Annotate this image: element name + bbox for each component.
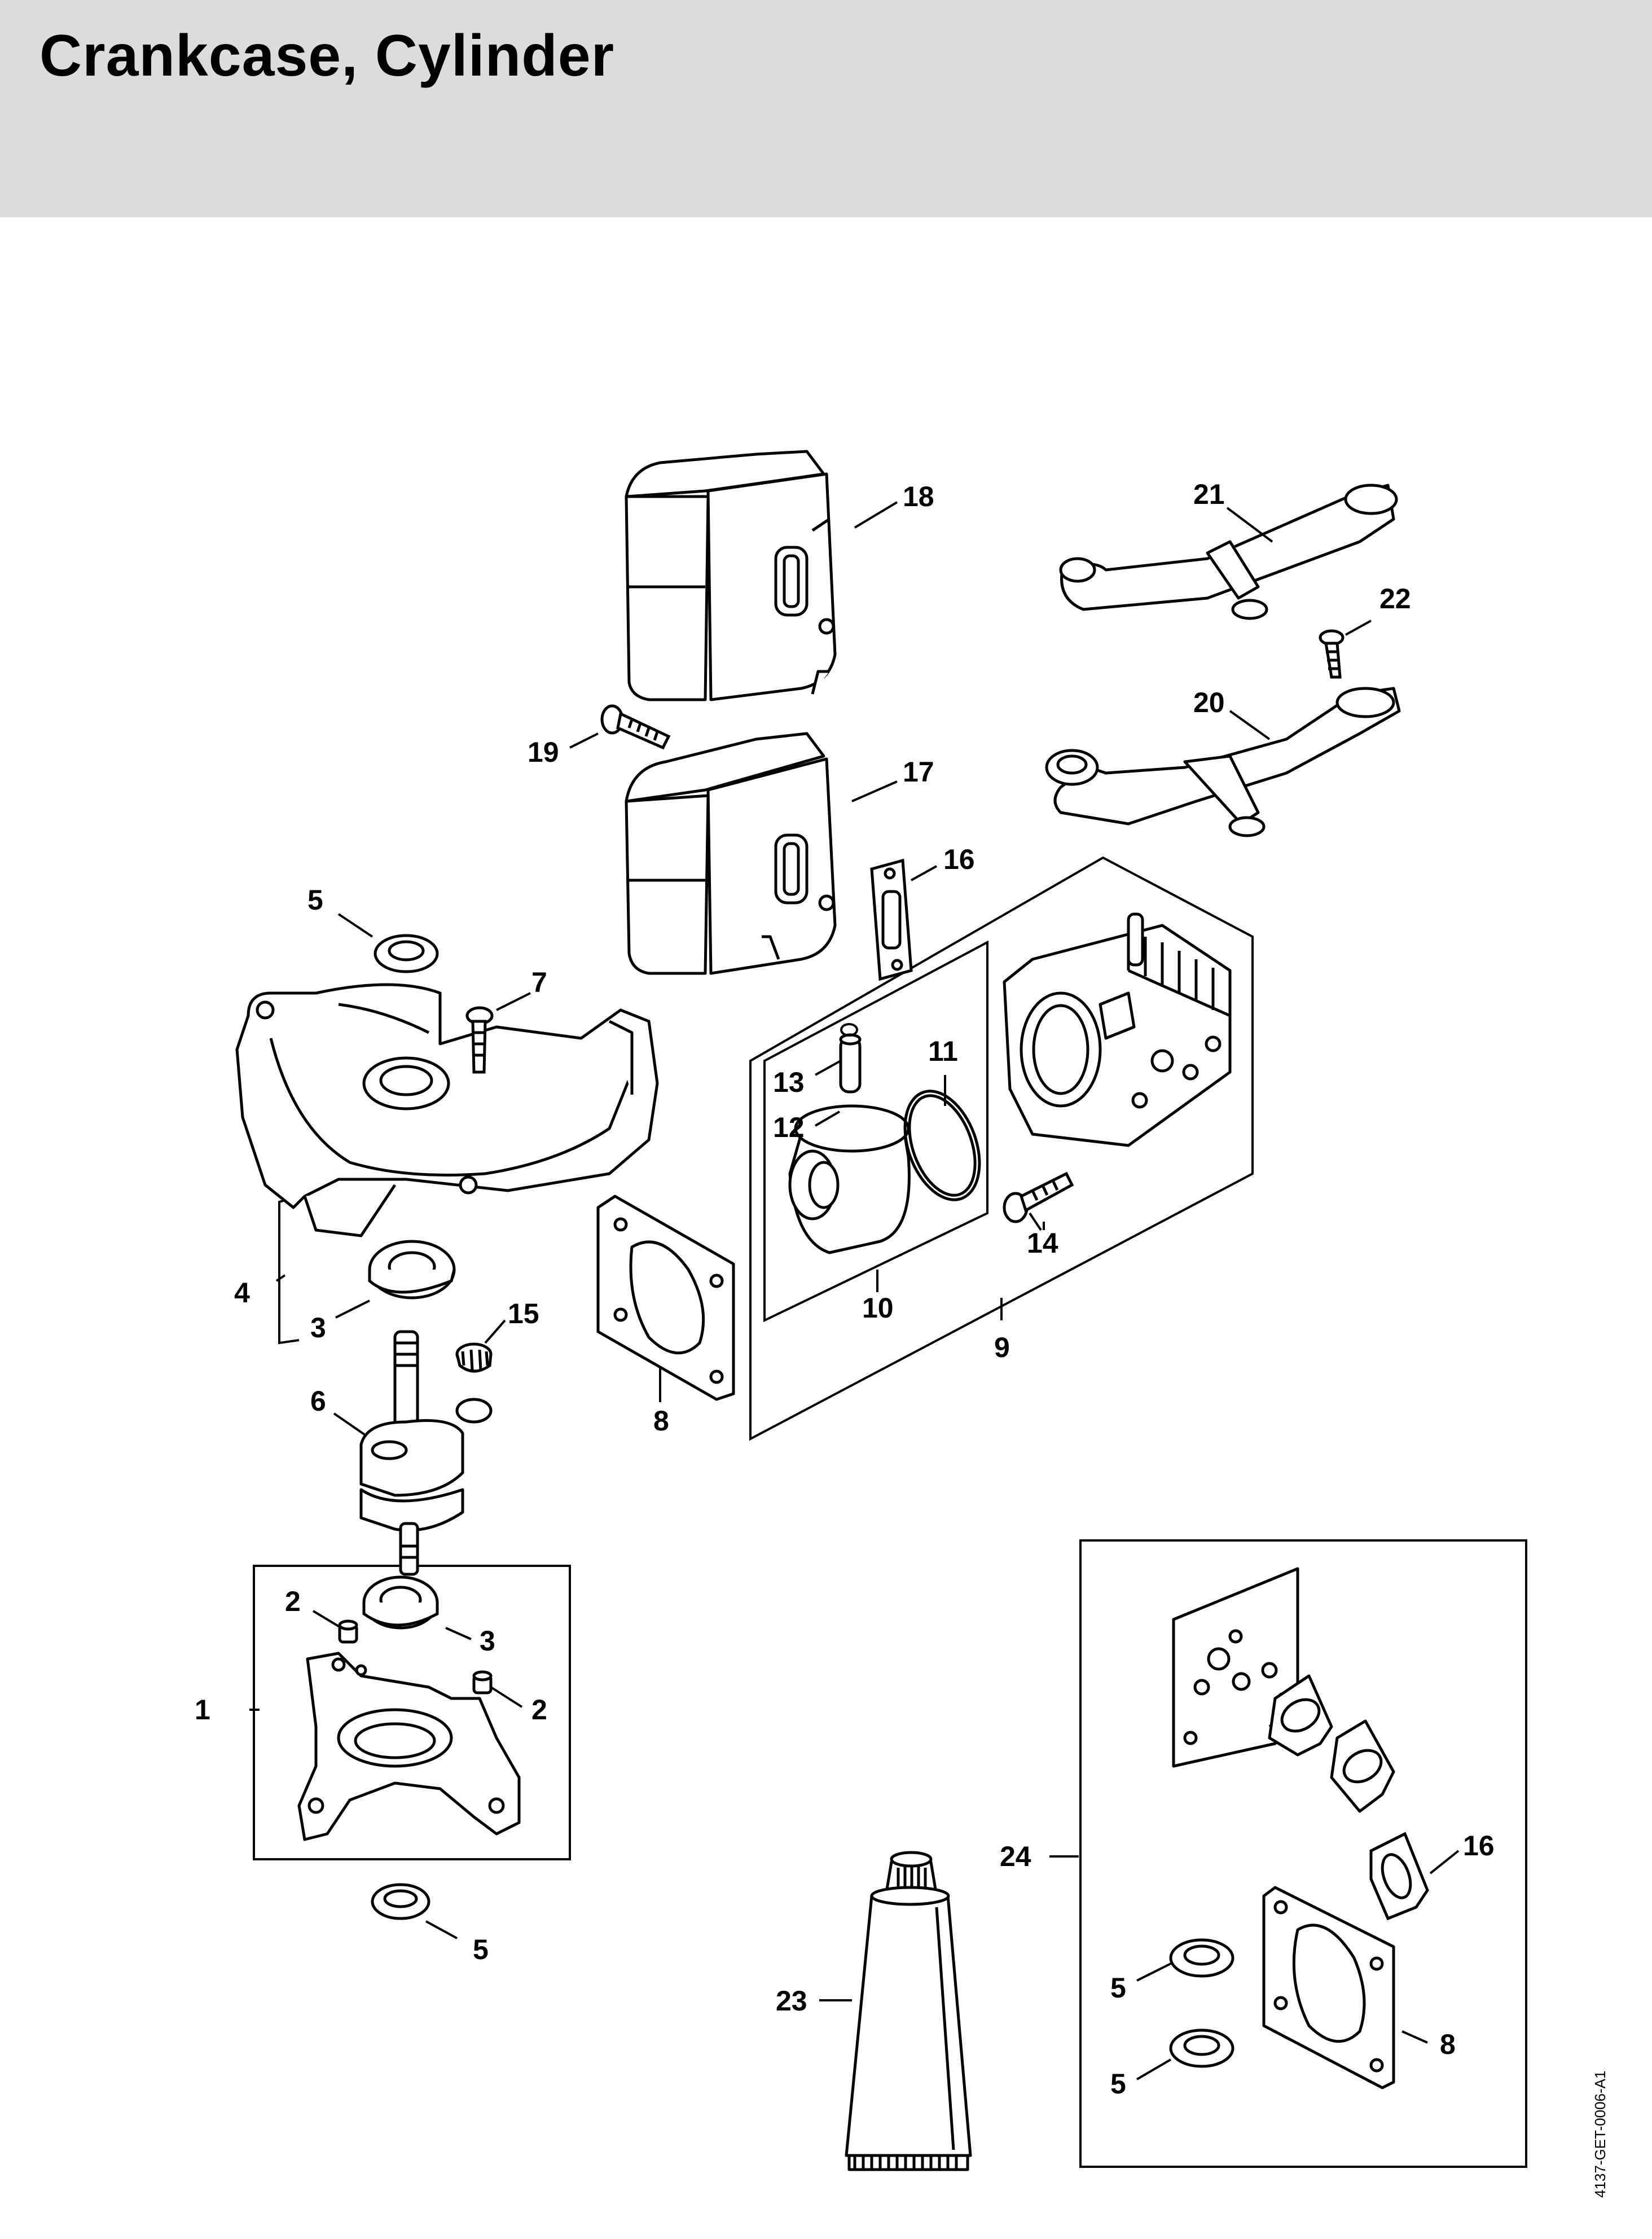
callout-5-set-a: 5 <box>1110 1972 1126 2004</box>
callout-4: 4 <box>234 1277 250 1309</box>
crankcase-half-part-4 <box>235 983 659 1237</box>
oil-seal-part-5-set-a <box>1169 1938 1234 1978</box>
callout-12: 12 <box>773 1112 805 1143</box>
oil-seal-part-5-top <box>374 934 439 973</box>
callout-1: 1 <box>195 1694 210 1726</box>
gasket-part-16-in-set <box>1369 1832 1429 1921</box>
callout-8-cylinder: 8 <box>653 1405 669 1437</box>
callout-18: 18 <box>903 481 934 512</box>
callout-20: 20 <box>1193 687 1225 718</box>
callout-5-set-b: 5 <box>1110 2068 1126 2100</box>
callout-5-top: 5 <box>307 884 323 916</box>
dowel-sleeve-part-2-b <box>472 1670 493 1694</box>
oil-seal-part-5-set-b <box>1169 2029 1234 2068</box>
callout-23: 23 <box>776 1985 807 2017</box>
cylinder-gasket-part-8-in-set <box>1262 1886 1395 2089</box>
bearing-part-3-lower <box>362 1575 439 1630</box>
callout-2-a: 2 <box>285 1586 301 1617</box>
cylinder-kit-box <box>749 856 1254 1441</box>
manifold-part-21 <box>1059 484 1398 620</box>
screw-part-14 <box>1003 1171 1074 1223</box>
cylinder-part-9 <box>1003 912 1232 1147</box>
gasket-part-16 <box>870 858 913 981</box>
dowel-sleeve-part-2-a <box>338 1619 358 1644</box>
piston-pin-part-12 <box>839 1033 862 1094</box>
muffler-cover-part-18 <box>625 450 837 701</box>
document-id: 4137-GET-0006-A1 <box>1592 2071 1609 2198</box>
callout-21: 21 <box>1193 478 1225 510</box>
callout-labels: 18 21 22 20 19 17 16 5 7 11 13 12 14 10 … <box>195 478 1495 2100</box>
screw-part-7 <box>465 1006 494 1074</box>
callout-8-set: 8 <box>1440 2029 1456 2060</box>
piston-part-10 <box>788 1104 911 1254</box>
oil-seal-part-5-bottom <box>371 1883 430 1920</box>
callout-17: 17 <box>903 756 934 788</box>
callout-2-b: 2 <box>531 1694 547 1726</box>
header-bar: Crankcase, Cylinder <box>0 0 1652 217</box>
screw-part-22 <box>1319 629 1345 679</box>
callout-6: 6 <box>310 1385 326 1417</box>
gasket-set-part-24 <box>1172 1567 1395 1813</box>
screw-part-19 <box>600 704 671 750</box>
callout-16-set: 16 <box>1463 1830 1495 1862</box>
callout-9: 9 <box>994 1332 1010 1363</box>
crankcase-part-1 <box>297 1652 521 1841</box>
manifold-part-20 <box>1045 687 1401 837</box>
callout-10: 10 <box>862 1292 894 1324</box>
callout-7: 7 <box>531 967 547 998</box>
piston-kit-box <box>763 940 988 1323</box>
callout-3-upper: 3 <box>310 1312 326 1344</box>
callout-22: 22 <box>1379 583 1411 614</box>
piston-ring-part-11 <box>903 1090 981 1201</box>
muffler-part-17 <box>625 732 837 975</box>
bearing-part-3-upper <box>368 1240 456 1300</box>
leader-lines <box>249 501 1460 2080</box>
circlip-part-13 <box>840 1023 858 1037</box>
callout-16-upper: 16 <box>943 844 975 875</box>
gasket-set-box <box>1079 1539 1527 2168</box>
callout-11: 11 <box>928 1035 958 1067</box>
callout-3-lower: 3 <box>480 1625 495 1657</box>
callout-13: 13 <box>773 1066 805 1098</box>
callout-14: 14 <box>1027 1227 1058 1259</box>
cylinder-gasket-part-8 <box>596 1195 735 1401</box>
grease-tube-part-23 <box>845 1851 972 2171</box>
callout-19: 19 <box>528 736 559 768</box>
crankshaft-part-6 <box>359 1330 493 1576</box>
page-title: Crankcase, Cylinder <box>39 23 615 89</box>
bracket-4 <box>278 1195 300 1345</box>
needle-cage-part-15 <box>455 1342 493 1373</box>
callout-24: 24 <box>1000 1841 1031 1872</box>
callout-5-bottom: 5 <box>473 1934 489 1965</box>
callout-15: 15 <box>508 1298 539 1329</box>
